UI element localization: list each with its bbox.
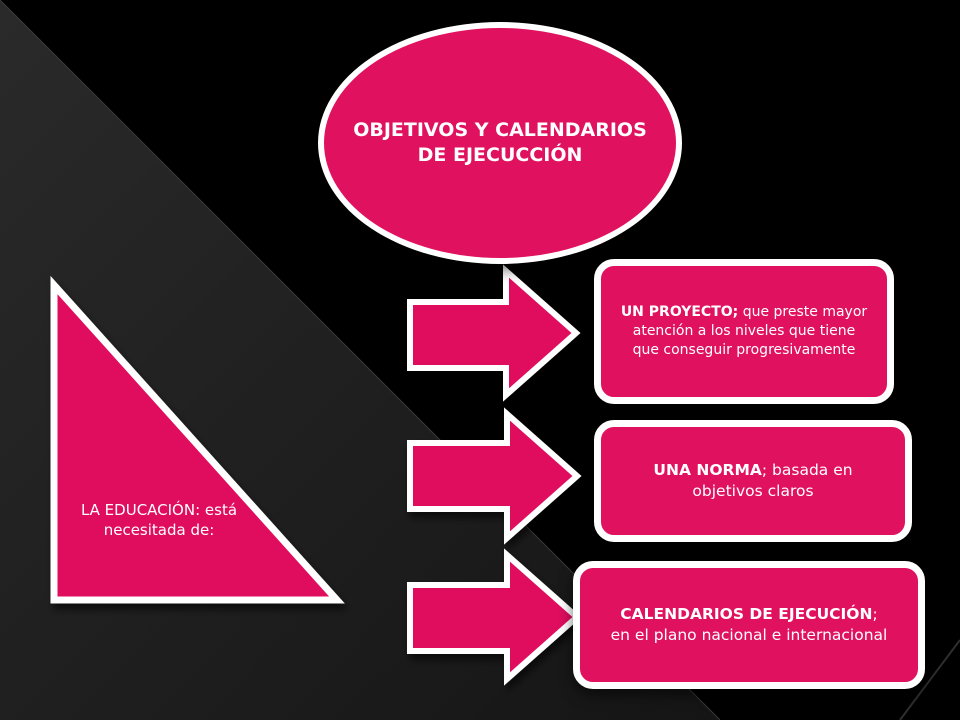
target-box-norma: UNA NORMA; basada en objetivos claros [594,420,912,542]
corner-accent-line [899,639,960,720]
box-1-lead: UN PROYECTO [620,304,733,320]
box-1-line-1-rest: que preste mayor [738,304,868,320]
box-2-line-2: objetivos claros [692,482,814,500]
source-triangle [50,275,345,604]
box-2-line-1: UNA NORMA; basada en [653,460,852,481]
title-ellipse: OBJETIVOS Y CALENDARIOS DE EJECUCCIÓN [318,22,682,264]
title-line-2: DE EJECUCCIÓN [417,144,583,166]
title-text: OBJETIVOS Y CALENDARIOS DE EJECUCCIÓN [350,118,650,168]
box-2-lead: UNA NORMA [653,461,762,479]
box-3-sep: ; [872,605,878,623]
box-3-line-2: en el plano nacional e internacional [610,626,888,644]
arrow-1 [407,264,581,402]
target-box-calendarios: CALENDARIOS DE EJECUCIÓN; en el plano na… [573,561,925,689]
box-3-lead: CALENDARIOS DE EJECUCIÓN [620,605,873,623]
box-2-line-1-rest: basada en [767,461,853,479]
title-line-1: OBJETIVOS Y CALENDARIOS [353,119,647,141]
box-3-text: CALENDARIOS DE EJECUCIÓN; en el plano na… [603,604,896,646]
box-3-line-1: CALENDARIOS DE EJECUCIÓN; [611,604,888,625]
box-1-text: UN PROYECTO; que preste mayor atención a… [613,303,875,360]
arrow-3 [407,548,582,686]
box-1-line-3: que conseguir progresivamente [632,342,856,358]
source-line-2: necesitada de: [103,521,215,539]
box-1-line-2: atención a los niveles que tiene [632,323,856,339]
box-1-line-1: UN PROYECTO; que preste mayor [621,303,867,322]
source-line-1: LA EDUCACIÓN: está [80,501,238,519]
arrow-2 [407,407,582,545]
box-1-sep: ; [732,304,739,320]
target-box-proyecto: UN PROYECTO; que preste mayor atención a… [594,259,894,404]
source-triangle-label: LA EDUCACIÓN: está necesitada de: [54,500,264,540]
box-2-sep: ; [761,461,768,479]
box-2-text: UNA NORMA; basada en objetivos claros [645,460,860,502]
